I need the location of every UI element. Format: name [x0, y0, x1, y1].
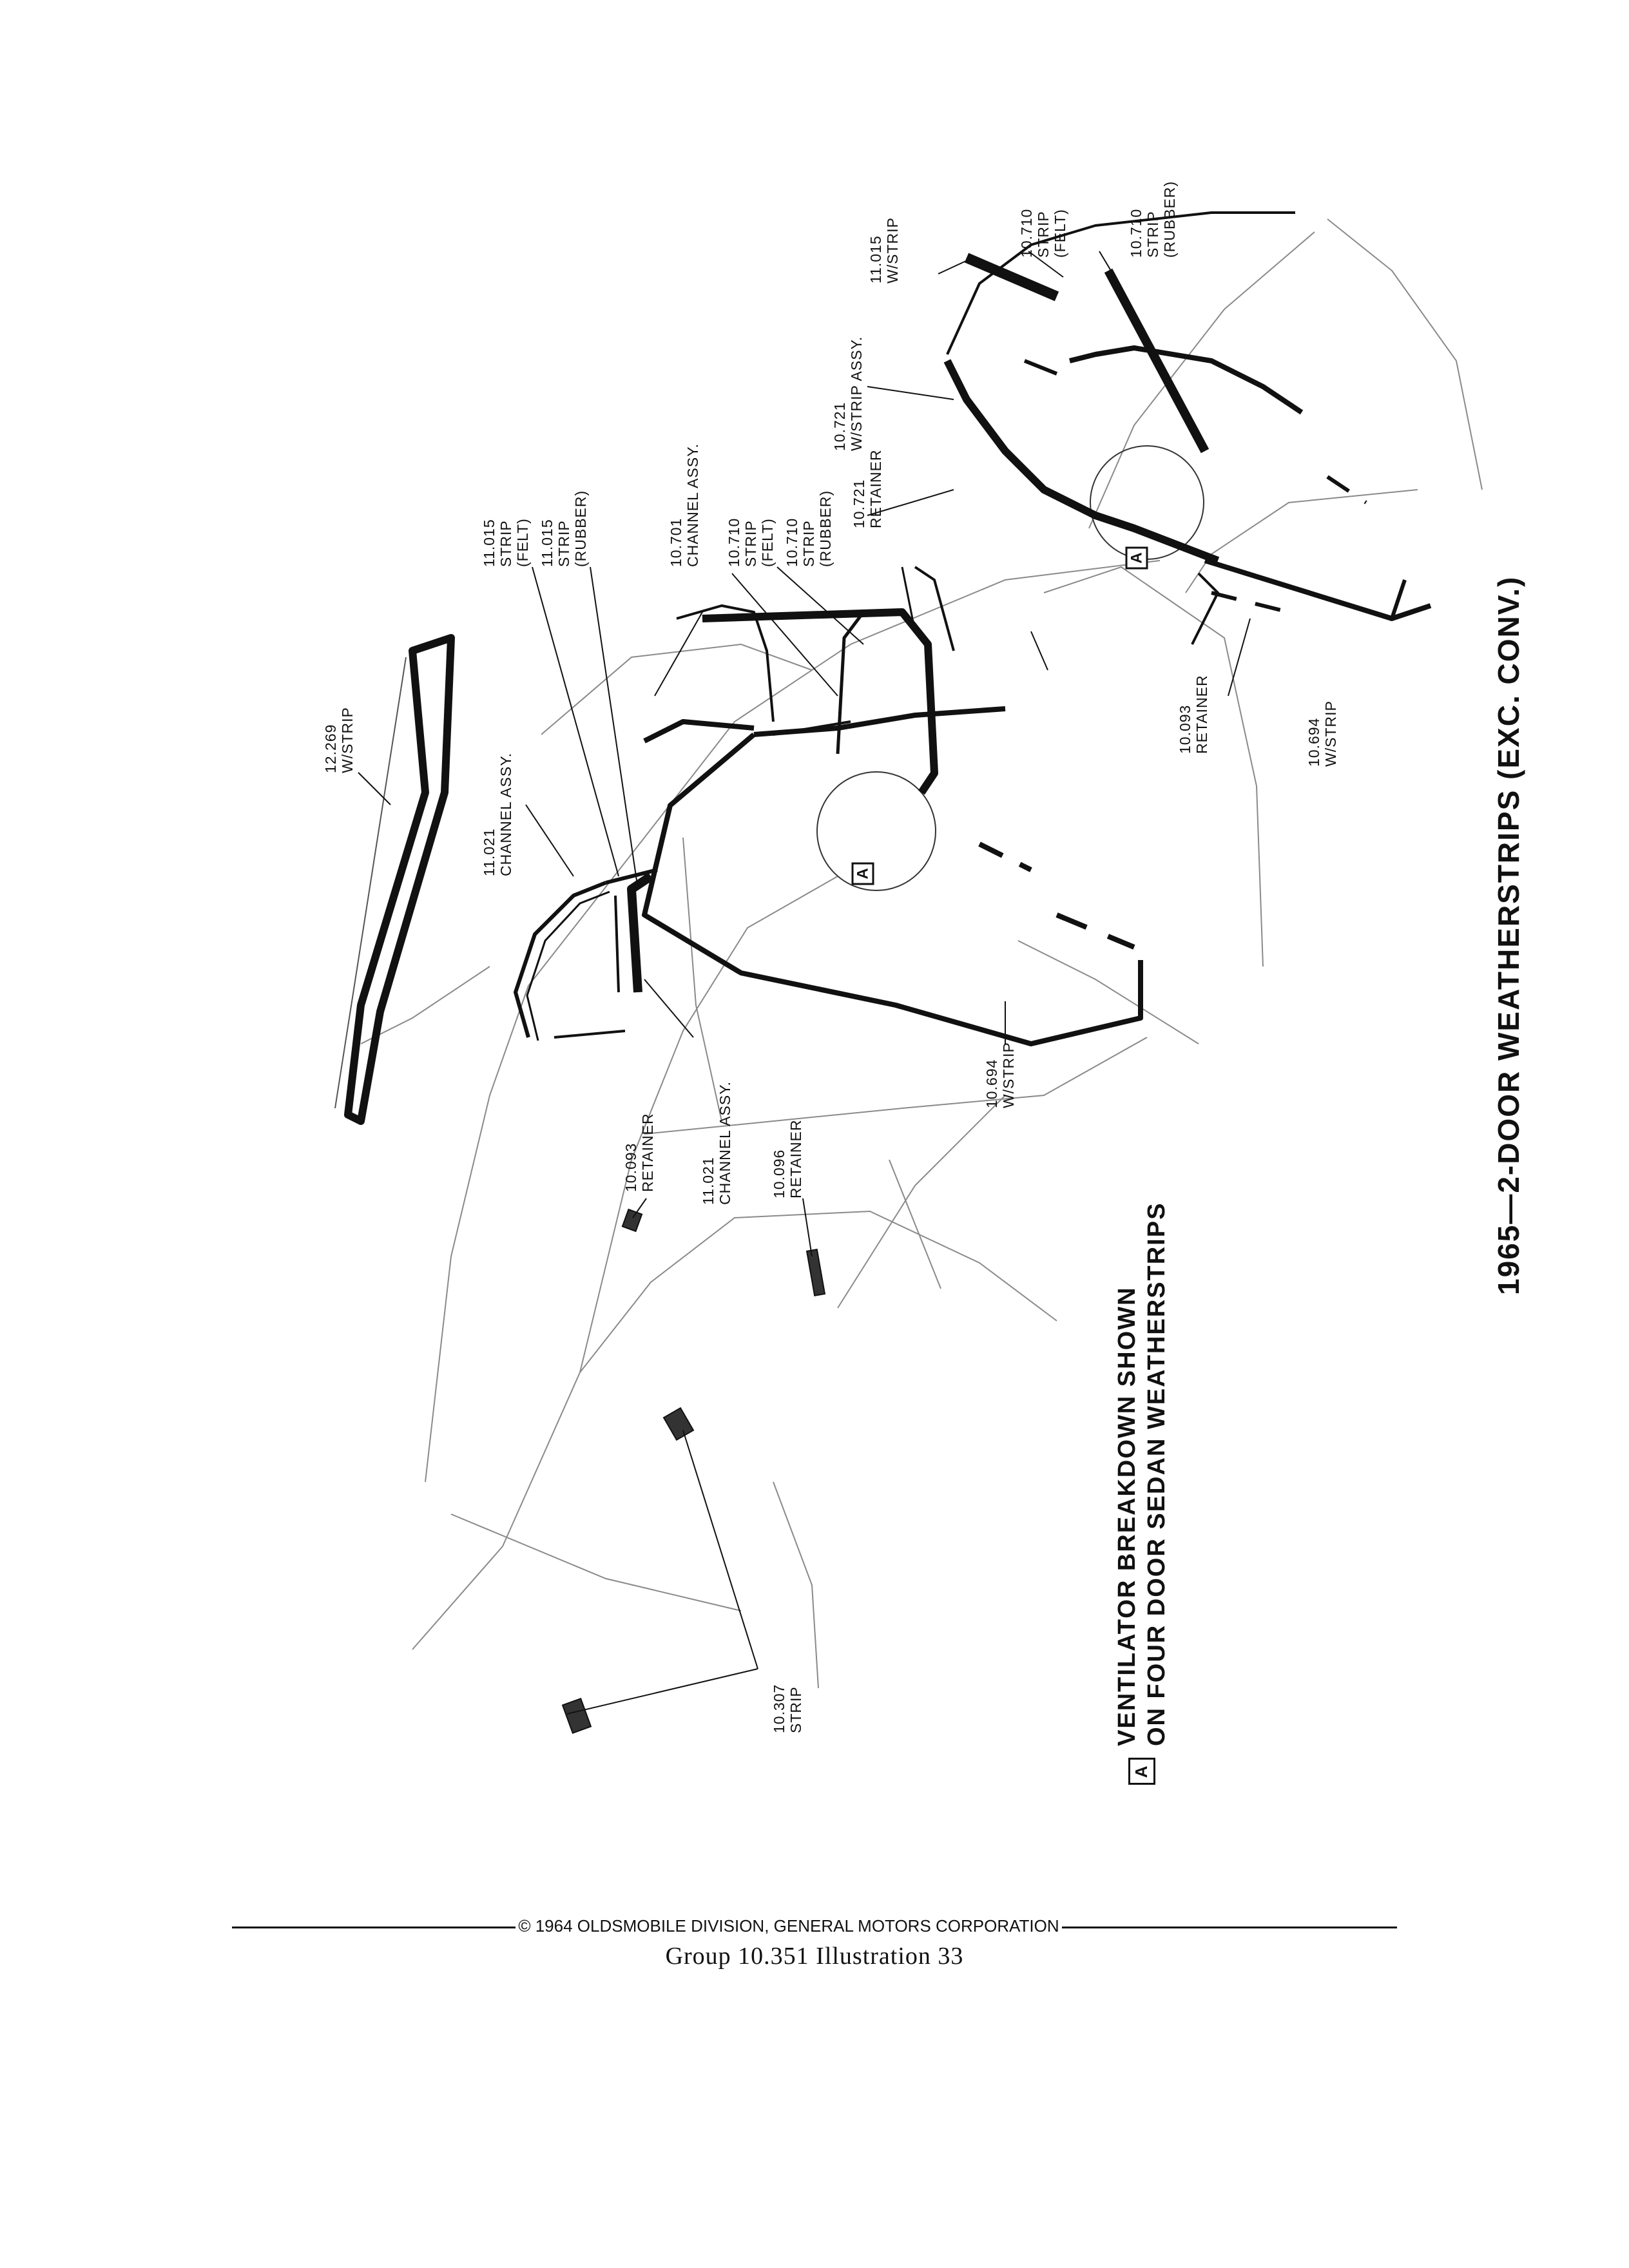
callout-a-boxes — [851, 546, 1148, 885]
front-channel-shapes — [514, 604, 938, 1041]
small-parts — [561, 1208, 826, 1735]
copyright-text: © 1964 OLDSMOBILE DIVISION, GENERAL MOTO… — [518, 1916, 1059, 1936]
rear-door-shapes — [901, 211, 1432, 651]
callout-a-front: A — [854, 868, 872, 879]
leader-lines — [358, 251, 1251, 1715]
callout-a-letters: A A — [854, 552, 1146, 879]
w-strip-10694-front-shape — [642, 706, 1143, 1046]
footer-group-illustration: Group 10.351 Illustration 33 — [665, 1943, 964, 1970]
diagram-title: 1965—2-DOOR WEATHERSTRIPS (EXC. CONV.) — [1492, 575, 1525, 1295]
ventilator-note-line2: ON FOUR DOOR SEDAN WEATHERSTRIPS — [1143, 1202, 1170, 1746]
callout-a-rear: A — [1128, 552, 1146, 563]
copyright-rule-right — [1061, 1926, 1397, 1928]
ventilator-note-line1: VENTILATOR BREAKDOWN SHOWN — [1113, 1286, 1141, 1746]
copyright-rule-left — [232, 1926, 516, 1928]
ventilator-note-marker: A — [1128, 1758, 1155, 1785]
copyright-line: © 1964 OLDSMOBILE DIVISION, GENERAL MOTO… — [0, 1916, 1629, 1936]
w-strip-12269-shape — [334, 634, 455, 1125]
